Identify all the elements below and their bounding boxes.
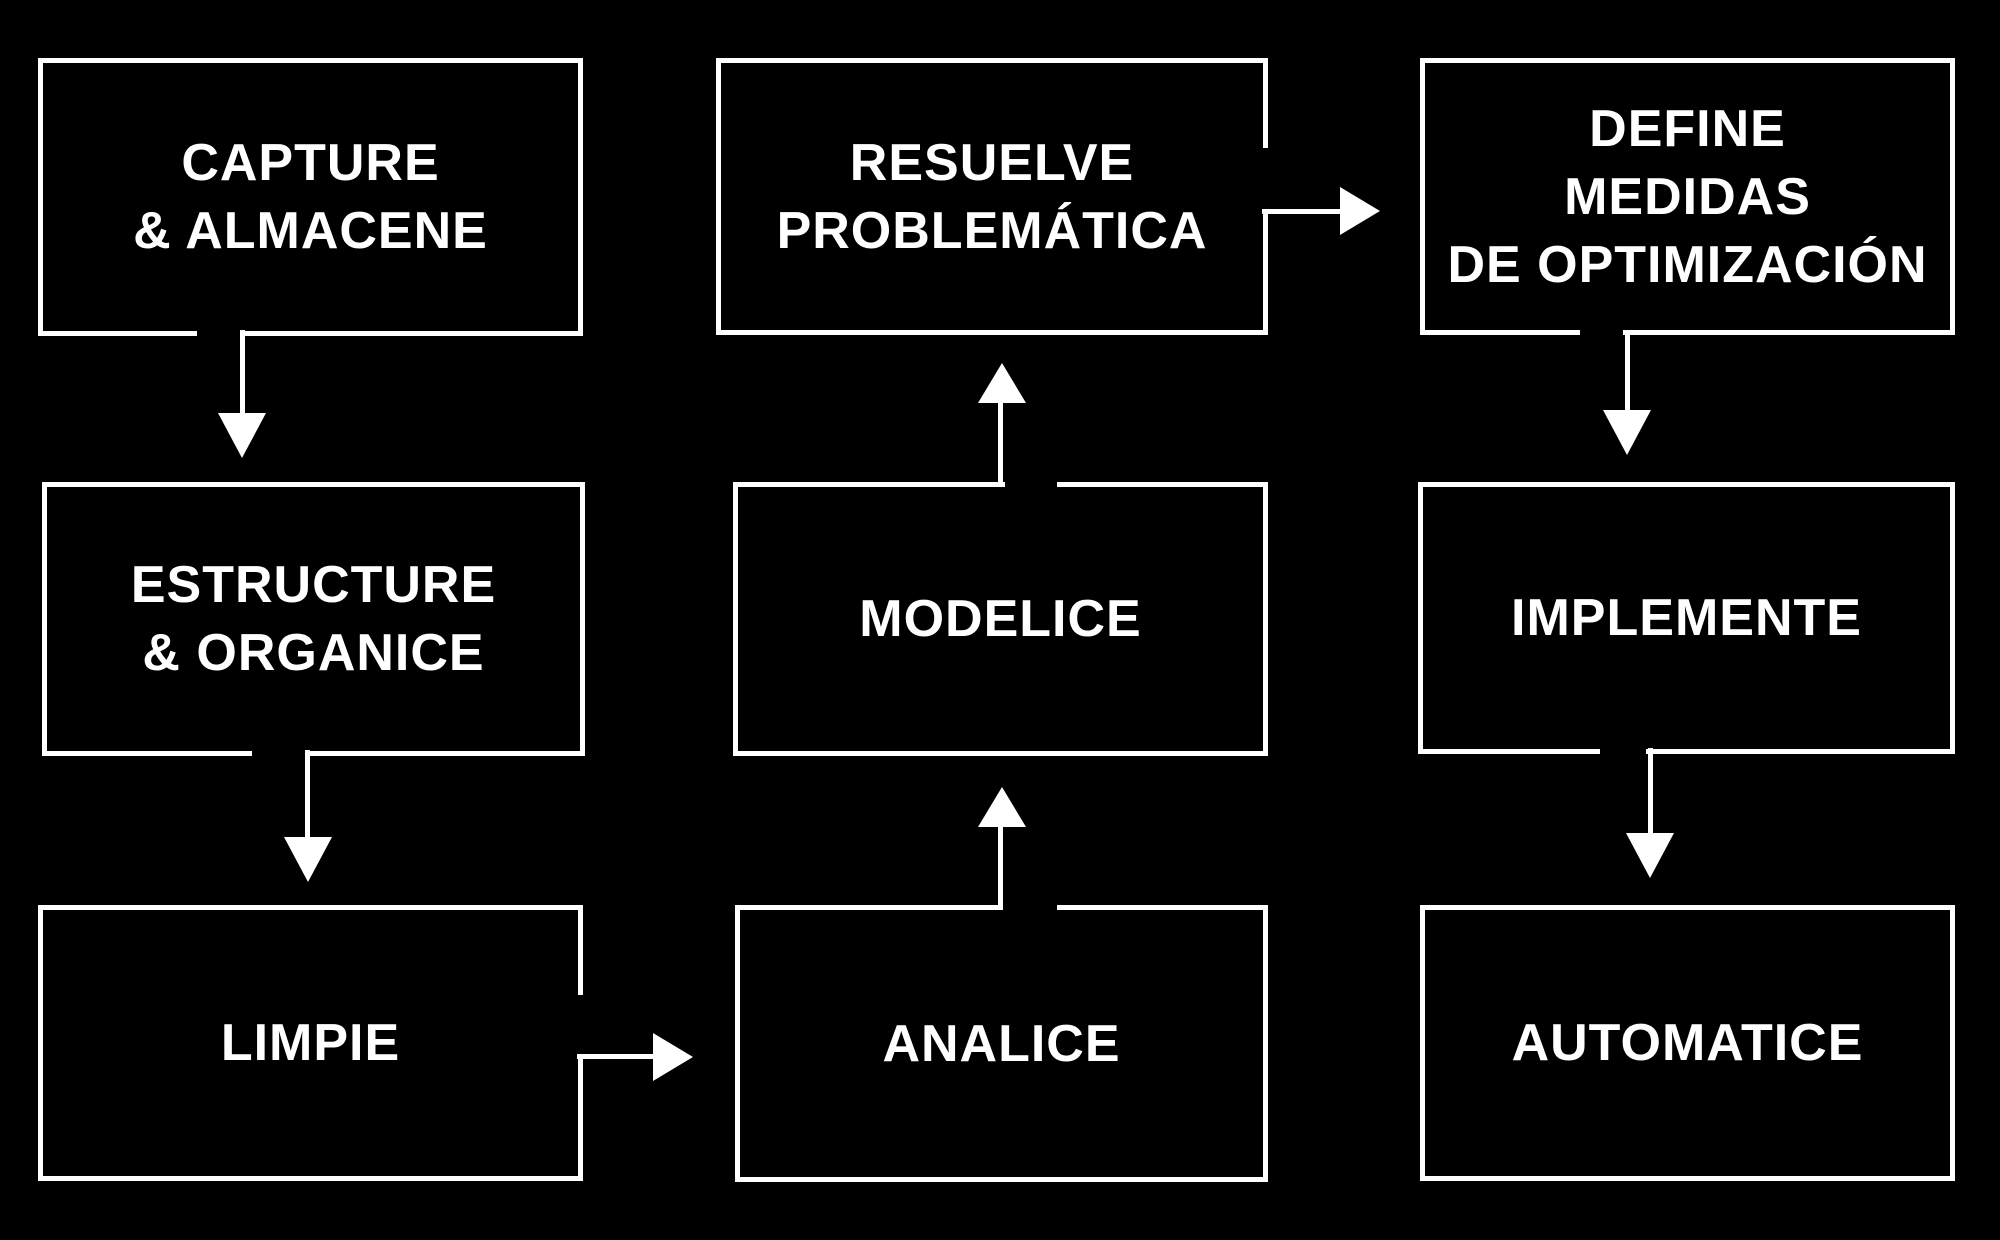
arrow-right-icon <box>1340 187 1380 235</box>
border-gap-estructure-bottom <box>252 749 305 758</box>
box-label-line: RESUELVE <box>849 133 1135 192</box>
box-label-line: & ORGANICE <box>142 624 485 682</box>
border-gap-capture-bottom <box>197 330 240 338</box>
border-gap-resuelve-right <box>1261 148 1270 209</box>
arrow-modelice-to-resuelve-stem <box>998 403 1003 487</box>
box-label-line: MEDIDAS <box>1564 167 1811 226</box>
box-label-line: LIMPIE <box>220 1014 401 1072</box>
arrow-limpie-to-analice-stem <box>577 1054 653 1059</box>
border-gap-limpie-right <box>576 995 585 1054</box>
box-label-line: DE OPTIMIZACIÓN <box>1447 235 1928 294</box>
box-capture-almacene: CAPTURE & ALMACENE <box>38 58 583 336</box>
box-define-medidas-optimizacion: DEFINE MEDIDAS DE OPTIMIZACIÓN <box>1420 58 1955 335</box>
arrow-capture-to-estructure-stem <box>240 330 245 413</box>
box-analice: ANALICE <box>735 905 1268 1182</box>
box-limpie: LIMPIE <box>38 905 583 1181</box>
arrow-right-icon <box>653 1033 693 1081</box>
arrow-analice-to-modelice-stem <box>998 827 1003 910</box>
box-estructure-organice: ESTRUCTURE & ORGANICE <box>42 482 585 756</box>
arrow-down-icon <box>1603 410 1651 455</box>
border-gap-implemente-bottom <box>1600 748 1646 756</box>
box-label-line: IMPLEMENTE <box>1511 589 1862 647</box>
arrow-up-icon <box>978 363 1026 403</box>
arrow-define-to-implemente-stem <box>1625 330 1630 410</box>
border-gap-modelice-top <box>1005 481 1057 489</box>
box-automatice: AUTOMATICE <box>1420 905 1955 1181</box>
box-label-line: MODELICE <box>859 590 1142 648</box>
box-label-line: & ALMACENE <box>133 202 488 260</box>
box-label-line: AUTOMATICE <box>1511 1014 1864 1072</box>
border-gap-analice-top <box>1003 904 1057 912</box>
arrow-estructure-to-limpie-stem <box>305 750 310 837</box>
arrow-implemente-to-automatice-stem <box>1648 748 1653 833</box>
arrow-down-icon <box>284 837 332 882</box>
box-implemente: IMPLEMENTE <box>1418 482 1955 754</box>
border-gap-define-bottom <box>1580 329 1623 337</box>
arrow-resuelve-to-define-stem <box>1262 209 1340 214</box>
arrow-down-icon <box>1626 833 1674 878</box>
box-label-line: DEFINE <box>1589 99 1786 158</box>
box-resuelve-problematica: RESUELVE PROBLEMÁTICA <box>716 58 1268 335</box>
arrow-up-icon <box>978 787 1026 827</box>
box-label-line: PROBLEMÁTICA <box>776 201 1208 260</box>
arrow-down-icon <box>218 413 266 458</box>
box-label-line: ESTRUCTURE <box>130 556 497 614</box>
box-label-line: ANALICE <box>882 1014 1121 1073</box>
box-modelice: MODELICE <box>733 482 1268 756</box>
box-label-line: CAPTURE <box>181 134 440 192</box>
